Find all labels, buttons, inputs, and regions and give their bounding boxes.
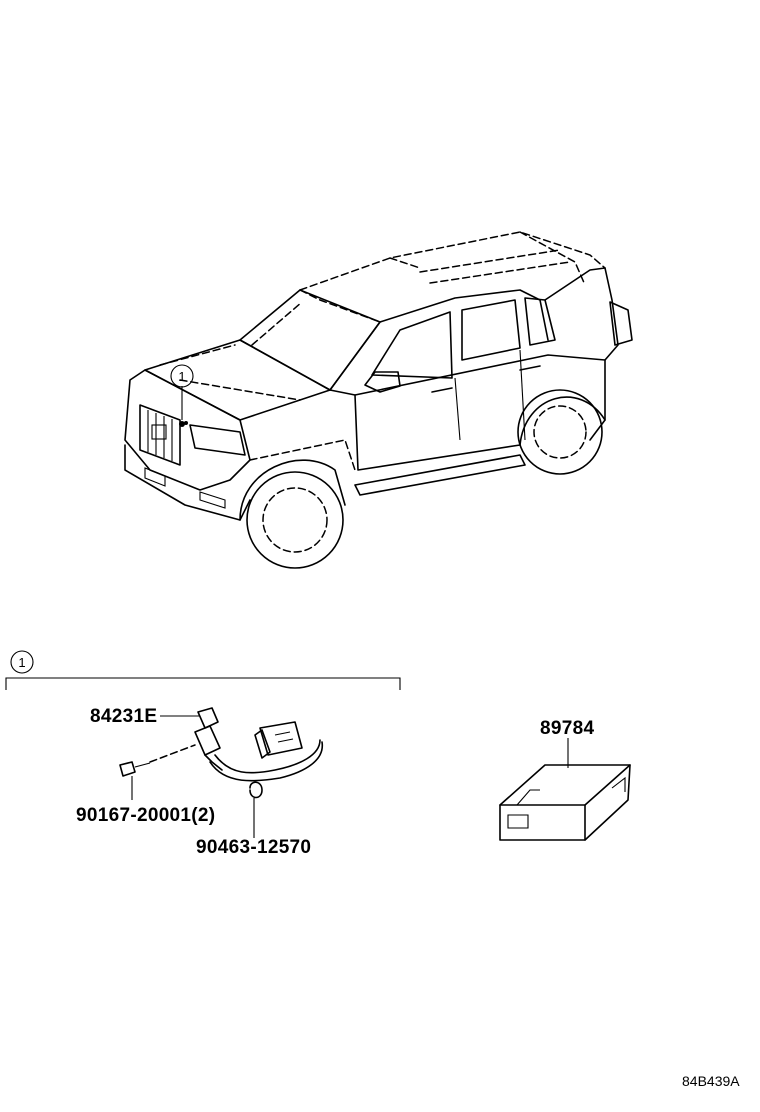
vehicle-illustration: 1 [124,231,633,569]
sensor-assembly-illustration [119,707,323,799]
sheet-code: 84B439A [682,1073,740,1089]
detail-callout-number: 1 [18,655,25,670]
vehicle-callout-number: 1 [178,369,185,384]
detail-bracket [5,677,401,690]
leader-lines [131,715,569,838]
detail-section: 1 [5,650,401,690]
part-label-bolt[interactable]: 90167-20001(2) [76,805,215,826]
part-label-sensor[interactable]: 84231E [90,706,157,727]
part-label-module[interactable]: 89784 [540,718,594,739]
vehicle-callout-circle [170,364,194,388]
detail-callout-circle [10,650,34,674]
part-label-clip[interactable]: 90463-12570 [196,837,311,858]
module-illustration [499,764,631,841]
